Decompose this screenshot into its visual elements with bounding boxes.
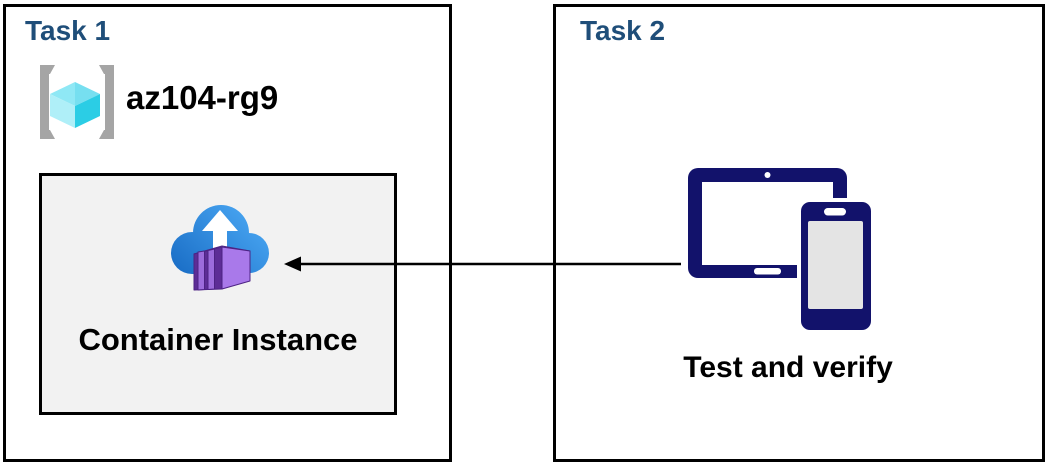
container-glyph (193, 245, 251, 291)
upload-arrow-icon (202, 210, 238, 256)
phone-speaker (824, 208, 846, 216)
task2-title: Task 2 (580, 15, 666, 46)
bracket-right (99, 65, 114, 139)
task2-box: Task 2 Test and verify (553, 4, 1045, 462)
tablet-camera-dot (764, 172, 771, 178)
tablet-home-button (754, 268, 781, 275)
resource-group-name: az104-rg9 (126, 79, 279, 116)
task1-title: Task 1 (25, 15, 111, 46)
container-instance-label: Container Instance (78, 322, 358, 357)
bracket-left (40, 65, 55, 139)
cube-glyph (50, 82, 100, 128)
test-and-verify-label: Test and verify (683, 351, 893, 384)
task1-box: Task 1 az104-rg9 (3, 4, 452, 462)
container-instance-box: Container Instance (39, 173, 397, 415)
container-instance-icon (171, 205, 269, 291)
devices-icon (688, 168, 875, 334)
resource-group-icon (40, 65, 114, 139)
phone-icon (797, 198, 875, 334)
